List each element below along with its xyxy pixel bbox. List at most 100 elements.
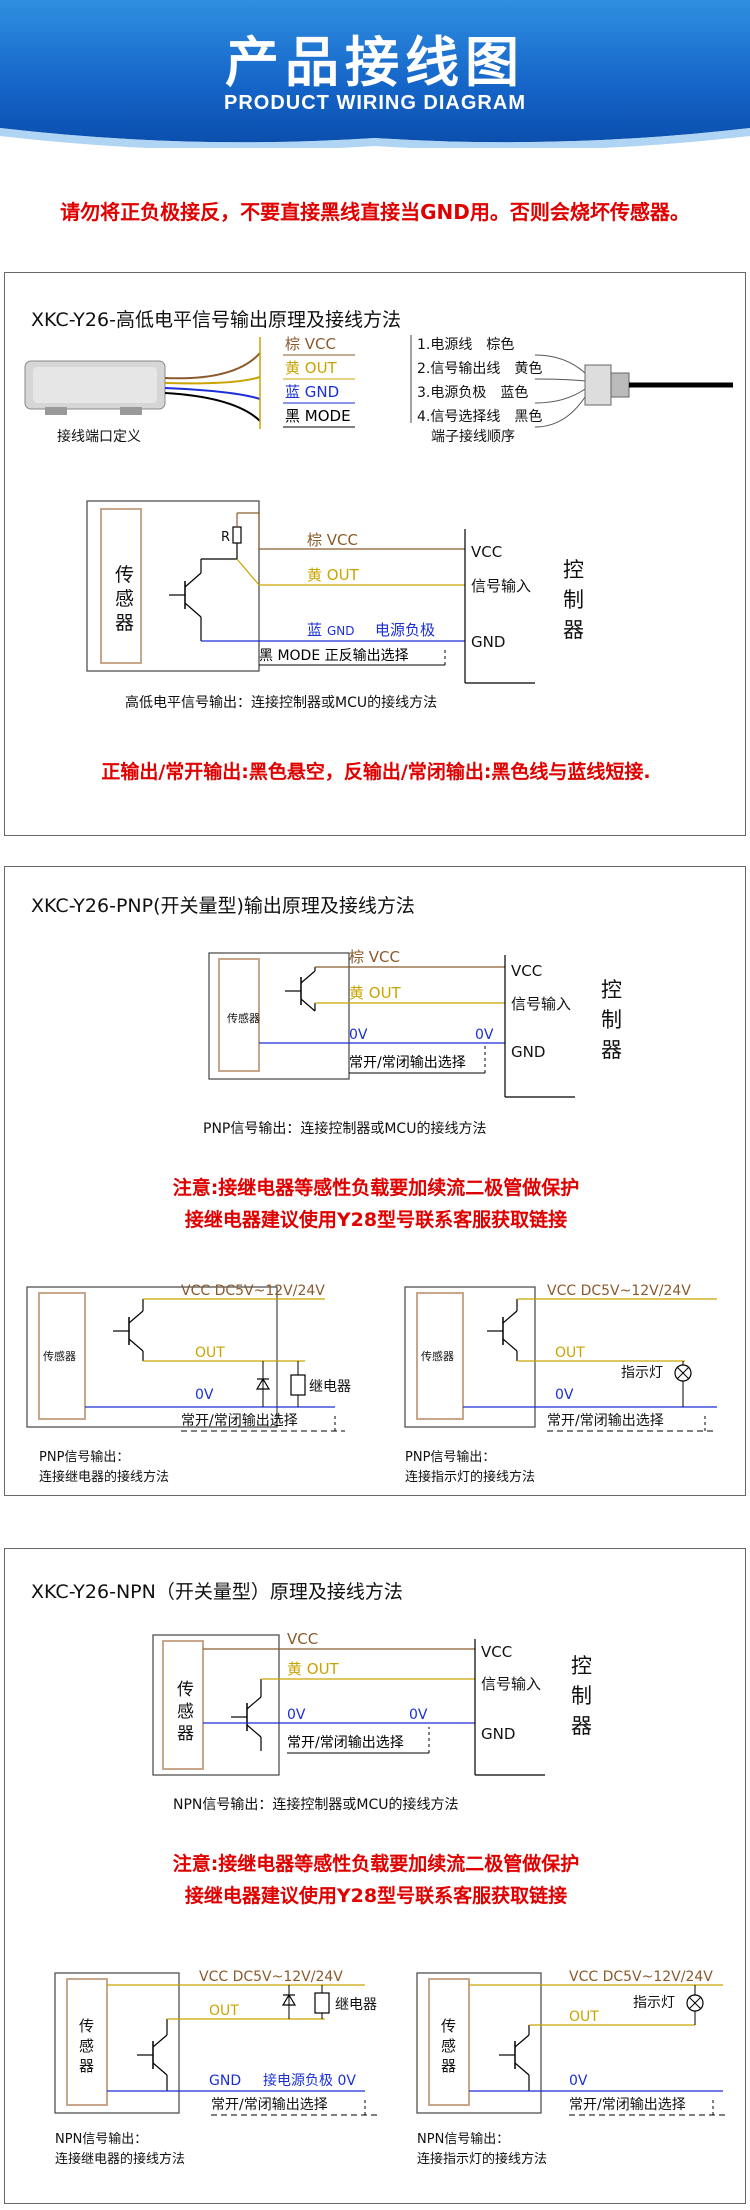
label-vcc: VCC DC5V~12V/24V bbox=[181, 1283, 325, 1299]
controller-label-char-3: 器 bbox=[601, 1038, 622, 1062]
label-out: OUT bbox=[555, 1345, 585, 1361]
panel-high-low-level: XKC-Y26-高低电平信号输出原理及接线方法 棕 VCC 黄 OUT 蓝 GN… bbox=[4, 272, 746, 836]
pin-3: 3.电源负极 蓝色 bbox=[417, 384, 528, 401]
resistor-label: R bbox=[221, 530, 230, 545]
caption-port-definition: 接线端口定义 bbox=[57, 428, 141, 445]
label-out: OUT bbox=[195, 1345, 225, 1361]
pnp-relay-diagram: 传感器 VCC DC5V~12V/24V OUT 0V 继电器 常开/常闭输出选… bbox=[26, 1283, 351, 1485]
caption-line-2: 连接指示灯的接线方法 bbox=[405, 1469, 535, 1485]
circuit-label-gnd: 蓝 bbox=[307, 621, 322, 639]
warning-y28-note: 接继电器建议使用Y28型号联系客服获取链接 bbox=[184, 1885, 568, 1907]
terminal-pin-list: 1.电源线 棕色 2.信号输出线 黄色 3.电源负极 蓝色 4.信号选择线 黑色 bbox=[410, 335, 733, 428]
label-lamp: 指示灯 bbox=[621, 1365, 663, 1381]
circuit-label-gnd-small: GND bbox=[327, 624, 355, 638]
caption-line-2: 连接继电器的接线方法 bbox=[39, 1469, 169, 1485]
warning-text: 请勿将正负极接反，不要直接黑线直接当GND用。否则会烧坏传感器。 bbox=[60, 200, 690, 224]
circuit-label-vcc: 棕 VCC bbox=[349, 948, 400, 966]
warning-y28-note: 接继电器建议使用Y28型号联系客服获取链接 bbox=[184, 1209, 568, 1231]
circuit-label-select: 常开/常闭输出选择 bbox=[349, 1055, 466, 1071]
controller-signal-input: 信号输入 bbox=[481, 1675, 541, 1693]
pin-2: 2.信号输出线 黄色 bbox=[417, 360, 542, 377]
sensor-label-char-1: 传 bbox=[441, 2017, 456, 2035]
controller-vcc: VCC bbox=[511, 962, 542, 980]
label-vcc: VCC DC5V~12V/24V bbox=[199, 1969, 343, 1985]
label-out: OUT bbox=[209, 2003, 239, 2019]
label-relay: 继电器 bbox=[335, 1997, 377, 2013]
sensor-label: 传感器 bbox=[43, 1350, 76, 1363]
caption-line-2: 连接继电器的接线方法 bbox=[55, 2151, 185, 2167]
sensor-label-char-3: 器 bbox=[177, 1724, 194, 1744]
npn-relay-diagram: 传 感 器 VCC DC5V~12V/24V OUT GND 接电源负极 0V … bbox=[54, 1969, 377, 2167]
diode-icon bbox=[255, 1377, 271, 1390]
controller-signal-input: 信号输入 bbox=[471, 577, 531, 595]
circuit-caption: 高低电平信号输出：连接控制器或MCU的接线方法 bbox=[125, 694, 437, 711]
circuit-caption: PNP信号输出：连接控制器或MCU的接线方法 bbox=[203, 1120, 486, 1137]
controller-label-char-1: 控 bbox=[563, 558, 584, 582]
wire-color-legend: 棕 VCC 黄 OUT 蓝 GND 黑 MODE bbox=[259, 335, 355, 429]
circuit-label-mode: 黑 MODE 正反输出选择 bbox=[259, 648, 409, 664]
relay-coil-icon bbox=[314, 1992, 330, 2014]
label-0v: 0V bbox=[195, 1387, 214, 1403]
controller-label-char-1: 控 bbox=[571, 1654, 592, 1678]
caption-line-1: PNP信号输出： bbox=[39, 1449, 129, 1465]
pin-4: 4.信号选择线 黑色 bbox=[417, 408, 542, 425]
wire-label-mode: 黑 MODE bbox=[285, 407, 351, 425]
sensor-label-char-3: 器 bbox=[79, 2057, 94, 2075]
label-out: OUT bbox=[569, 2009, 599, 2025]
label-select: 常开/常闭输出选择 bbox=[547, 1413, 664, 1429]
wire-label-gnd: 蓝 GND bbox=[285, 383, 339, 401]
panel-title: XKC-Y26-高低电平信号输出原理及接线方法 bbox=[31, 309, 401, 331]
wiring-diagram-high-low: 棕 VCC 黄 OUT 蓝 GND 黑 MODE 接线端口定义 1.电源线 棕色… bbox=[24, 335, 733, 711]
label-gnd: GND bbox=[209, 2073, 241, 2089]
controller-gnd: GND bbox=[471, 633, 505, 651]
panel-pnp: XKC-Y26-PNP(开关量型)输出原理及接线方法 传感器 棕 VCC 黄 O… bbox=[4, 866, 746, 1496]
label-select: 常开/常闭输出选择 bbox=[569, 2097, 686, 2113]
circuit-label-0v: 0V bbox=[287, 1707, 306, 1723]
output-mode-note: 正输出/常开输出:黑色悬空，反输出/常闭输出:黑色线与蓝线短接. bbox=[101, 761, 651, 783]
panel-npn: XKC-Y26-NPN（开关量型）原理及接线方法 传 感 器 VCC 黄 OUT… bbox=[4, 1548, 746, 2204]
circuit-label-vcc: VCC bbox=[287, 1630, 318, 1648]
circuit-high-low: 传 感 器 R bbox=[86, 500, 260, 672]
circuit-label-0v: 0V bbox=[349, 1027, 368, 1043]
circuit-label-select: 常开/常闭输出选择 bbox=[287, 1735, 404, 1751]
sensor-label-char-2: 感 bbox=[115, 588, 134, 610]
header-background bbox=[0, 0, 750, 148]
circuit-label-gnd-note: 电源负极 bbox=[375, 621, 435, 639]
circuit-label-0v-right: 0V bbox=[475, 1027, 494, 1043]
label-select: 常开/常闭输出选择 bbox=[181, 1413, 298, 1429]
sensor-label-char-1: 传 bbox=[177, 1680, 194, 1700]
sensor-label-char-3: 器 bbox=[115, 612, 134, 634]
sensor-label-char-2: 感 bbox=[441, 2037, 456, 2055]
wiring-diagram-npn: 传 感 器 VCC 黄 OUT 0V 0V 常开/常闭输出选择 VCC 信号输入… bbox=[54, 1630, 725, 2167]
controller-vcc: VCC bbox=[471, 543, 502, 561]
relay-coil-icon bbox=[290, 1374, 306, 1396]
label-0v: 0V bbox=[555, 1387, 574, 1403]
page-subtitle: PRODUCT WIRING DIAGRAM bbox=[224, 92, 526, 114]
wiring-diagram-pnp: 传感器 棕 VCC 黄 OUT 0V 0V 常开/常闭输出选择 VCC 信号输入… bbox=[26, 948, 717, 1485]
page-header: 产品接线图 PRODUCT WIRING DIAGRAM bbox=[0, 0, 750, 148]
page-title: 产品接线图 bbox=[225, 31, 525, 94]
npn-lamp-diagram: 传 感 器 VCC DC5V~12V/24V OUT 0V 指示灯 常开/常闭输… bbox=[416, 1969, 725, 2167]
controller-label-char-3: 器 bbox=[571, 1714, 592, 1738]
label-select: 常开/常闭输出选择 bbox=[211, 2097, 328, 2113]
caption-line-1: PNP信号输出： bbox=[405, 1449, 495, 1465]
sensor-device-illustration bbox=[24, 352, 261, 422]
label-vcc: VCC DC5V~12V/24V bbox=[547, 1283, 691, 1299]
controller-label-char-1: 控 bbox=[601, 978, 622, 1002]
caption-terminal-order: 端子接线顺序 bbox=[431, 428, 515, 445]
warning-diode-note: 注意:接继电器等感性负载要加续流二极管做保护 bbox=[172, 1177, 580, 1199]
controller-gnd: GND bbox=[481, 1725, 515, 1743]
panel-title: XKC-Y26-NPN（开关量型）原理及接线方法 bbox=[31, 1581, 403, 1603]
controller-label-char-3: 器 bbox=[563, 618, 584, 642]
resistor bbox=[232, 526, 242, 544]
controller-signal-input: 信号输入 bbox=[511, 995, 571, 1013]
controller-label-char-2: 制 bbox=[571, 1684, 592, 1708]
wire-label-out: 黄 OUT bbox=[285, 359, 338, 377]
controller-label-char-2: 制 bbox=[563, 588, 584, 612]
circuit-label-out: 黄 OUT bbox=[307, 566, 360, 584]
controller-label-char-2: 制 bbox=[601, 1008, 622, 1032]
label-vcc: VCC DC5V~12V/24V bbox=[569, 1969, 713, 1985]
label-relay: 继电器 bbox=[309, 1379, 351, 1395]
circuit-label-out: 黄 OUT bbox=[287, 1660, 340, 1678]
sensor-label-char-1: 传 bbox=[115, 564, 134, 586]
